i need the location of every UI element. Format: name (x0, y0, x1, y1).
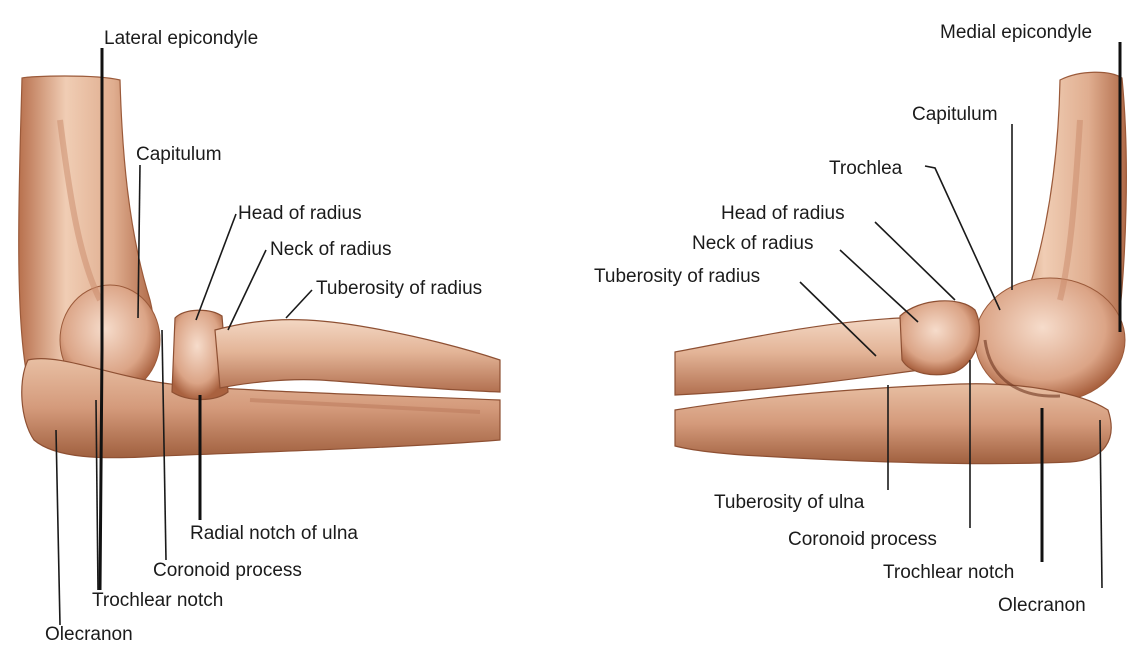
label-right-coronoid-process: Coronoid process (788, 529, 937, 550)
label-lateral-epicondyle: Lateral epicondyle (104, 28, 258, 49)
label-left-capitulum: Capitulum (136, 144, 222, 165)
label-trochlea: Trochlea (829, 158, 903, 179)
leader-left-olecranon (56, 430, 60, 625)
label-right-tuberosity-of-radius: Tuberosity of radius (594, 266, 760, 287)
label-right-capitulum: Capitulum (912, 104, 998, 125)
label-left-olecranon: Olecranon (45, 624, 133, 645)
label-left-tuberosity-of-radius: Tuberosity of radius (316, 278, 482, 299)
right-distal-humerus (975, 278, 1125, 402)
leader-right-neck-of-radius (840, 250, 918, 322)
leader-right-head-of-radius (875, 222, 955, 300)
right-radius-shaft (675, 318, 920, 395)
leader-trochlea (925, 166, 1000, 310)
label-tuberosity-of-ulna: Tuberosity of ulna (714, 492, 865, 513)
left-elbow-illustration (19, 76, 500, 458)
leader-left-neck-of-radius (228, 250, 266, 330)
label-medial-epicondyle: Medial epicondyle (940, 22, 1092, 43)
leader-left-head-of-radius (196, 214, 236, 320)
label-right-olecranon: Olecranon (998, 595, 1086, 616)
label-radial-notch-of-ulna: Radial notch of ulna (190, 523, 358, 544)
left-radius-shaft (215, 320, 500, 392)
label-right-trochlear-notch: Trochlear notch (883, 562, 1014, 583)
label-left-coronoid-process: Coronoid process (153, 560, 302, 581)
label-left-trochlear-notch: Trochlear notch (92, 590, 223, 611)
label-right-head-of-radius: Head of radius (721, 203, 845, 224)
leader-left-tuberosity-of-radius (286, 290, 312, 318)
label-left-neck-of-radius: Neck of radius (270, 239, 391, 260)
label-right-neck-of-radius: Neck of radius (692, 233, 813, 254)
label-left-head-of-radius: Head of radius (238, 203, 362, 224)
right-radius-head (900, 301, 979, 375)
